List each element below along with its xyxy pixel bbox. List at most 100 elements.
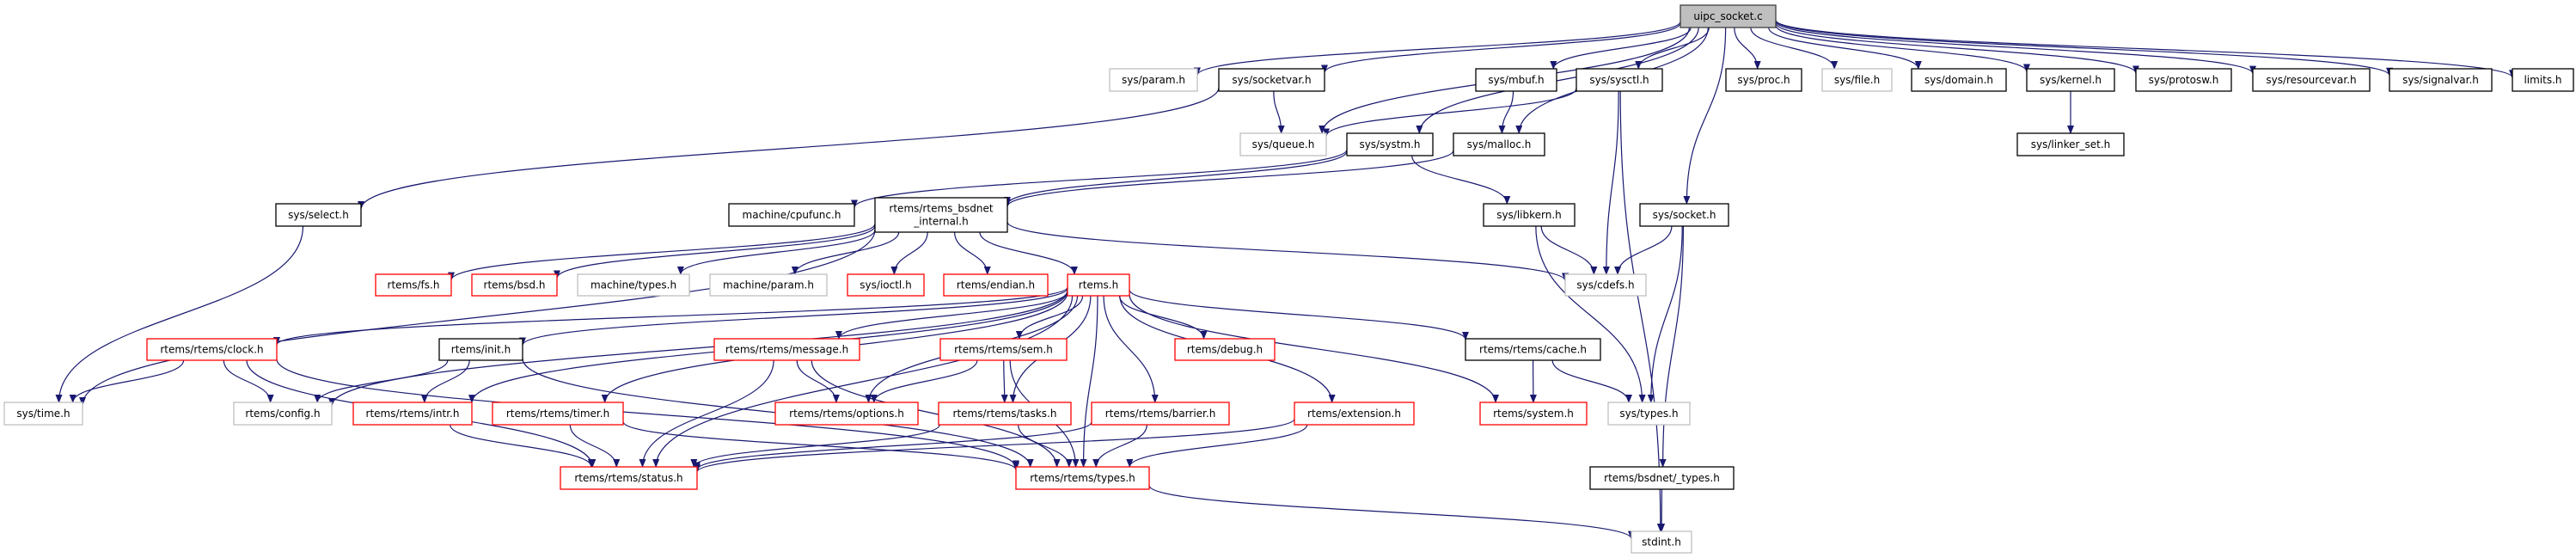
- node-clock[interactable]: rtems/rtems/clock.h: [146, 338, 278, 361]
- node-sysctl[interactable]: sys/sysctl.h: [1576, 68, 1663, 92]
- node-libkern[interactable]: sys/libkern.h: [1483, 203, 1576, 227]
- node-label: rtems/rtems/clock.h: [160, 344, 263, 356]
- node-status[interactable]: rtems/rtems/status.h: [560, 466, 698, 490]
- node-resourcevar[interactable]: sys/resourcevar.h: [2252, 68, 2371, 92]
- node-mbuf[interactable]: sys/mbuf.h: [1475, 68, 1557, 92]
- node-label: rtems/rtems/types.h: [1030, 472, 1135, 484]
- node-label: rtems/rtems/status.h: [574, 472, 682, 484]
- node-label: sys/domain.h: [1924, 74, 1993, 86]
- node-cpufunc[interactable]: machine/cpufunc.h: [728, 203, 855, 227]
- node-fs[interactable]: rtems/fs.h: [375, 273, 452, 297]
- edge-intr-to-status: [449, 424, 595, 468]
- node-bsd[interactable]: rtems/bsd.h: [471, 273, 558, 297]
- node-label: rtems/rtems/sem.h: [954, 344, 1053, 356]
- node-signalvar[interactable]: sys/signalvar.h: [2389, 68, 2493, 92]
- node-box: [1821, 68, 1893, 92]
- edge-timer-to-status: [569, 424, 621, 468]
- edge-clock-to-systime: [69, 359, 185, 403]
- node-label: sys/param.h: [1122, 74, 1185, 86]
- node-domain[interactable]: sys/domain.h: [1911, 68, 2007, 92]
- edge-malloc-to-bsdnet_internal: [1004, 150, 1454, 208]
- node-bsdtypes[interactable]: rtems/bsdnet/_types.h: [1589, 466, 1735, 490]
- node-init[interactable]: rtems/init.h: [438, 338, 523, 361]
- node-box: [943, 273, 1049, 297]
- edge-socketvar-to-queue: [1273, 90, 1285, 134]
- node-rtems[interactable]: rtems.h: [1067, 273, 1130, 297]
- node-system[interactable]: rtems/system.h: [1479, 402, 1588, 426]
- node-mtypes: machine/types.h: [577, 273, 690, 297]
- node-label: sys/protosw.h: [2149, 74, 2219, 86]
- edge-barrier-to-rtypes: [1092, 424, 1147, 468]
- node-box: [1479, 402, 1588, 426]
- node-box: [560, 466, 698, 490]
- node-box: [1911, 68, 2007, 92]
- node-label: sys/ioctl.h: [860, 279, 911, 291]
- node-label: rtems/rtems/timer.h: [506, 408, 609, 420]
- node-intr[interactable]: rtems/rtems/intr.h: [352, 402, 473, 426]
- node-label: sys/signalvar.h: [2402, 74, 2479, 86]
- node-malloc[interactable]: sys/malloc.h: [1453, 132, 1545, 156]
- edge-message-to-status: [639, 359, 774, 468]
- node-root[interactable]: uipc_socket.c: [1680, 4, 1777, 28]
- node-linker_set[interactable]: sys/linker_set.h: [2016, 132, 2125, 156]
- node-message[interactable]: rtems/rtems/message.h: [713, 338, 860, 361]
- node-barrier[interactable]: rtems/rtems/barrier.h: [1091, 402, 1230, 426]
- edge-clock-to-rtypes: [276, 359, 1019, 469]
- edge-socket-to-systypes: [1647, 225, 1683, 403]
- node-cache[interactable]: rtems/rtems/cache.h: [1465, 338, 1601, 361]
- edge-root-to-signalvar: [1775, 20, 2393, 77]
- node-sem[interactable]: rtems/rtems/sem.h: [939, 338, 1068, 361]
- node-box: [1453, 132, 1545, 156]
- edge-init-to-config: [314, 359, 449, 403]
- node-cdefs: sys/cdefs.h: [1564, 273, 1647, 297]
- edge-rtems-to-rtypes: [1080, 295, 1098, 468]
- node-label: sys/cdefs.h: [1576, 279, 1634, 291]
- node-box: [2135, 68, 2232, 92]
- node-timer[interactable]: rtems/rtems/timer.h: [492, 402, 624, 426]
- node-tasks[interactable]: rtems/rtems/tasks.h: [938, 402, 1072, 426]
- node-ioctl[interactable]: sys/ioctl.h: [847, 273, 925, 297]
- edge-sem-to-tasks: [1000, 359, 1008, 403]
- edge-sysctl-to-stdint: [1619, 90, 1664, 532]
- node-box: [2026, 68, 2115, 92]
- node-socketvar[interactable]: sys/socketvar.h: [1218, 68, 1325, 92]
- edge-bsdnet_internal-to-rtems: [979, 231, 1078, 275]
- edge-libkern-to-cdefs: [1540, 225, 1598, 275]
- node-label: _internal.h: [913, 216, 968, 228]
- edge-clock-to-config: [223, 359, 274, 403]
- edge-barrier-to-status: [694, 421, 1092, 471]
- node-debug[interactable]: rtems/debug.h: [1174, 338, 1276, 361]
- edge-root-to-protosw: [1775, 22, 2139, 75]
- edge-rtems-to-clock: [273, 286, 1068, 346]
- node-box: [939, 338, 1068, 361]
- node-label: rtems/extension.h: [1307, 408, 1401, 420]
- node-box: [577, 273, 690, 297]
- node-label: sys/malloc.h: [1467, 138, 1532, 150]
- node-limits[interactable]: limits.h: [2512, 68, 2574, 92]
- edge-bsdnet_internal-to-ioctl: [890, 231, 928, 275]
- node-box: [1109, 68, 1198, 92]
- node-box: [275, 203, 362, 227]
- node-box: [352, 402, 473, 426]
- node-label: stdint.h: [1642, 537, 1681, 549]
- edge-select-to-systime: [55, 225, 304, 403]
- node-socket[interactable]: sys/socket.h: [1639, 203, 1729, 227]
- node-config: rtems/config.h: [233, 402, 333, 426]
- edge-bsdnet_internal-to-systime: [79, 230, 876, 406]
- node-endian[interactable]: rtems/endian.h: [943, 273, 1049, 297]
- node-box: [713, 338, 860, 361]
- edge-root-to-kernel: [1775, 25, 2030, 73]
- node-label: sys/libkern.h: [1496, 209, 1562, 221]
- node-select[interactable]: sys/select.h: [275, 203, 362, 227]
- node-rtypes[interactable]: rtems/rtems/types.h: [1015, 466, 1150, 490]
- node-systm[interactable]: sys/systm.h: [1346, 132, 1434, 156]
- node-box: [1294, 402, 1415, 426]
- node-extension[interactable]: rtems/extension.h: [1294, 402, 1415, 426]
- node-proc[interactable]: sys/proc.h: [1725, 68, 1802, 92]
- node-protosw[interactable]: sys/protosw.h: [2135, 68, 2232, 92]
- edge-systm-to-cpufunc: [851, 149, 1348, 209]
- node-kernel[interactable]: sys/kernel.h: [2026, 68, 2115, 92]
- node-options[interactable]: rtems/rtems/options.h: [774, 402, 919, 426]
- node-bsdnet_internal[interactable]: rtems/rtems_bsdnet_internal.h: [874, 197, 1008, 233]
